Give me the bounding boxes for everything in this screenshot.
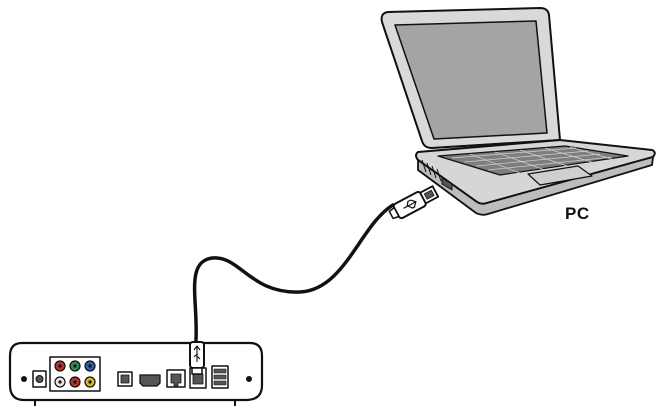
usb-plug-icon xyxy=(190,342,204,374)
pc-label: PC xyxy=(565,204,590,224)
laptop-icon xyxy=(382,8,655,215)
usb-cable-icon xyxy=(195,205,393,340)
media-player-box-icon xyxy=(10,343,262,406)
usb-a-plug-icon xyxy=(387,184,439,222)
